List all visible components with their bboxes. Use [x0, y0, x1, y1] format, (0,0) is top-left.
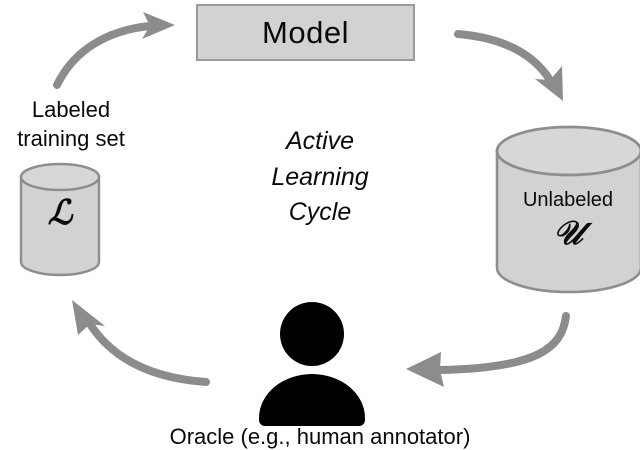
model-label: Model — [262, 15, 349, 50]
cycle-caption-line2: Learning — [271, 162, 369, 191]
arrow-annotator-to-labeled — [72, 300, 210, 386]
model-box: Model — [196, 4, 415, 61]
labeled-set-caption-line2: training set — [17, 125, 125, 151]
annotator-caption: Oracle (e.g., human annotator) — [169, 424, 471, 449]
unlabeled-set-cylinder — [495, 125, 640, 294]
arrow-labeled-to-model — [53, 12, 175, 89]
cycle-caption-line1: Active — [285, 127, 355, 155]
labeled-set-caption-line1: Labeled — [31, 97, 111, 122]
arrow-unlabeled-to-annotator — [406, 312, 570, 387]
cycle-caption-line3: Cycle — [288, 198, 352, 226]
active-learning-cycle-diagram: Model Labeled training set ℒ Active Lear… — [0, 4, 640, 449]
labeled-set-cylinder — [19, 162, 101, 277]
cycle-caption: Active Learning Cycle — [236, 124, 404, 231]
diagram-graphics-layer — [19, 12, 640, 426]
labeled-set-caption: Labeled training set — [0, 96, 150, 153]
person-icon — [259, 302, 365, 426]
arrow-model-to-unlabeled — [454, 30, 563, 101]
